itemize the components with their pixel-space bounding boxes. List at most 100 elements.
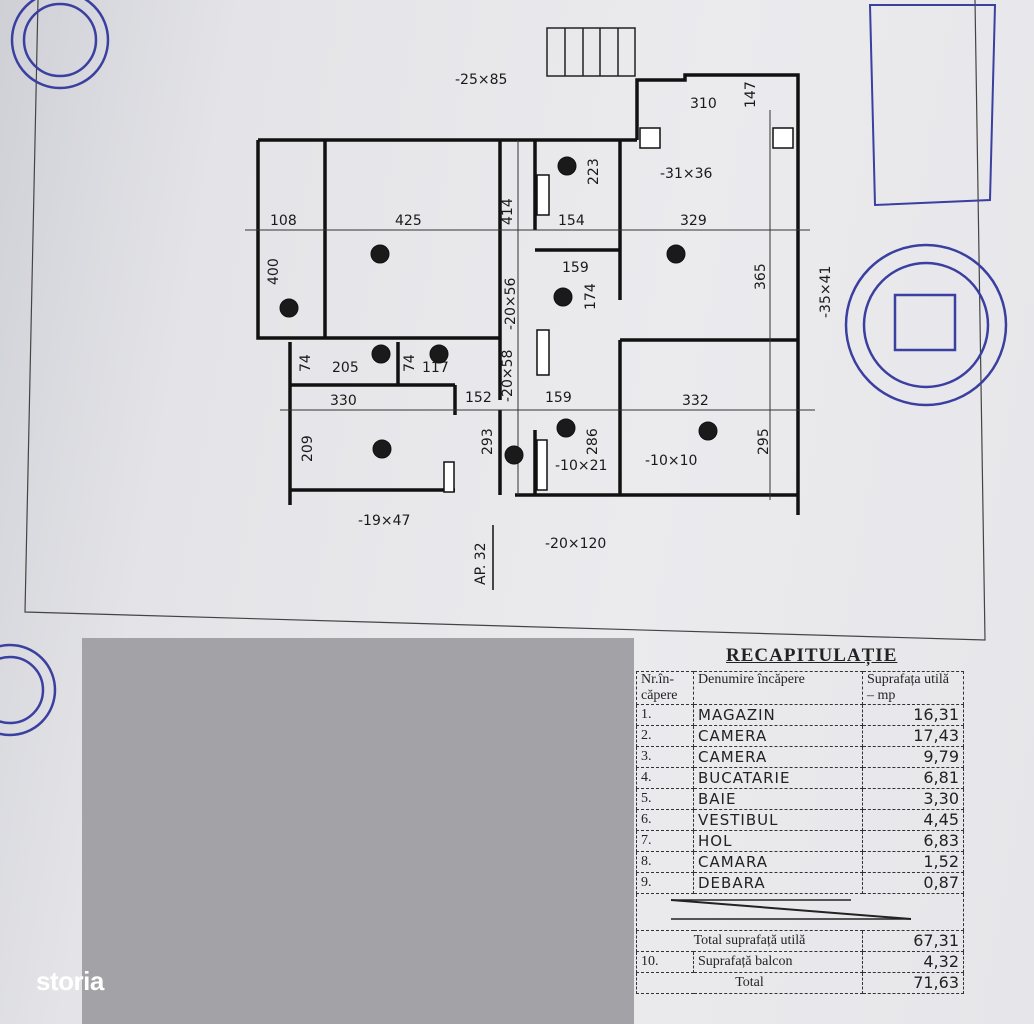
row-nr: 1.	[636, 704, 694, 726]
header-nr: Nr.în-căpere	[636, 671, 694, 705]
room-number: 2	[376, 248, 384, 263]
header-name: Denumire încăpere	[693, 671, 863, 705]
row-area: 4,45	[862, 809, 964, 831]
dim: 414	[500, 198, 516, 225]
walls	[256, 73, 800, 515]
dim: 205	[332, 360, 359, 376]
room-number: 3	[704, 425, 712, 440]
dim: -20×120	[545, 536, 606, 552]
redacted-area	[82, 638, 634, 1024]
row-area: 9,79	[862, 746, 964, 768]
stairs	[546, 27, 636, 77]
dim: -20×56	[503, 277, 519, 330]
dim: 330	[330, 393, 357, 409]
dim: 286	[585, 428, 601, 455]
row-name: CAMERA	[693, 725, 863, 747]
dim: 310	[690, 96, 717, 112]
dim: 425	[395, 213, 422, 229]
balcony-nr: 10.	[636, 951, 694, 973]
recap-title: RECAPITULAȚIE	[726, 645, 898, 666]
storia-watermark: storia	[36, 966, 104, 996]
header-area: Suprafața utilă – mp	[862, 671, 964, 705]
total-util-value: 67,31	[862, 930, 964, 952]
row-nr: 5.	[636, 788, 694, 810]
verification-stamp	[868, 4, 997, 207]
row-name: BAIE	[693, 788, 863, 810]
room-number: 6	[510, 449, 518, 464]
notary-stamp-left	[0, 643, 57, 737]
dim: 293	[480, 428, 496, 455]
crossed-rows	[636, 893, 964, 931]
row-nr: 3.	[636, 746, 694, 768]
dim: 154	[558, 213, 585, 229]
total-value: 71,63	[862, 972, 964, 994]
dim: 74	[402, 354, 418, 372]
dim: -19×47	[358, 513, 410, 529]
room-number: 1	[672, 248, 680, 263]
dim: 223	[586, 158, 602, 185]
row-nr: 4.	[636, 767, 694, 789]
cadastre-stamp	[844, 243, 1008, 407]
room-number: 9	[435, 348, 443, 363]
row-nr: 8.	[636, 851, 694, 873]
row-area: 6,81	[862, 767, 964, 789]
row-name: MAGAZIN	[693, 704, 863, 726]
room-number: 10	[281, 304, 294, 315]
row-area: 6,83	[862, 830, 964, 852]
dim: -35×41	[818, 266, 834, 318]
room-number: 8	[377, 348, 385, 363]
dim: 108	[270, 213, 297, 229]
dim: 159	[545, 390, 572, 406]
room-number: 4	[378, 443, 386, 458]
dimension-lines	[245, 110, 815, 500]
dim: 332	[682, 393, 709, 409]
room-number: 7	[559, 291, 567, 306]
dim: -10×21	[555, 458, 607, 474]
row-area: 1,52	[862, 851, 964, 873]
notary-stamp-top	[10, 0, 110, 90]
row-area: 17,43	[862, 725, 964, 747]
row-name: CAMERA	[693, 746, 863, 768]
total-util-label: Total suprafață utilă	[636, 930, 863, 952]
page-border	[24, 0, 986, 641]
dim: -20×58	[500, 350, 516, 402]
row-name: HOL	[693, 830, 863, 852]
dim: 174	[583, 283, 599, 310]
room-number: 7	[562, 422, 570, 437]
recap-table: Nr.în-căpere Denumire încăpere Suprafața…	[636, 671, 964, 994]
dim: 295	[756, 428, 772, 455]
total-label: Total	[636, 972, 863, 994]
row-nr: 9.	[636, 872, 694, 894]
row-name: CAMARA	[693, 851, 863, 873]
chimneys	[443, 127, 794, 493]
entrance-label: AP. 32	[473, 542, 489, 585]
dim: 147	[743, 81, 759, 108]
row-area: 0,87	[862, 872, 964, 894]
row-name: VESTIBUL	[693, 809, 863, 831]
dim: -25×85	[455, 72, 507, 88]
balcony-area: 4,32	[862, 951, 964, 973]
row-area: 16,31	[862, 704, 964, 726]
dim: 329	[680, 213, 707, 229]
dim: 152	[465, 390, 492, 406]
row-name: DEBARA	[693, 872, 863, 894]
dim: 159	[562, 260, 589, 276]
dim: 117	[422, 360, 449, 376]
row-name: BUCATARIE	[693, 767, 863, 789]
row-nr: 7.	[636, 830, 694, 852]
row-nr: 2.	[636, 725, 694, 747]
dim: 209	[300, 435, 316, 462]
row-nr: 6.	[636, 809, 694, 831]
dim: 400	[266, 258, 282, 285]
balcony-label: Suprafață balcon	[693, 951, 863, 973]
